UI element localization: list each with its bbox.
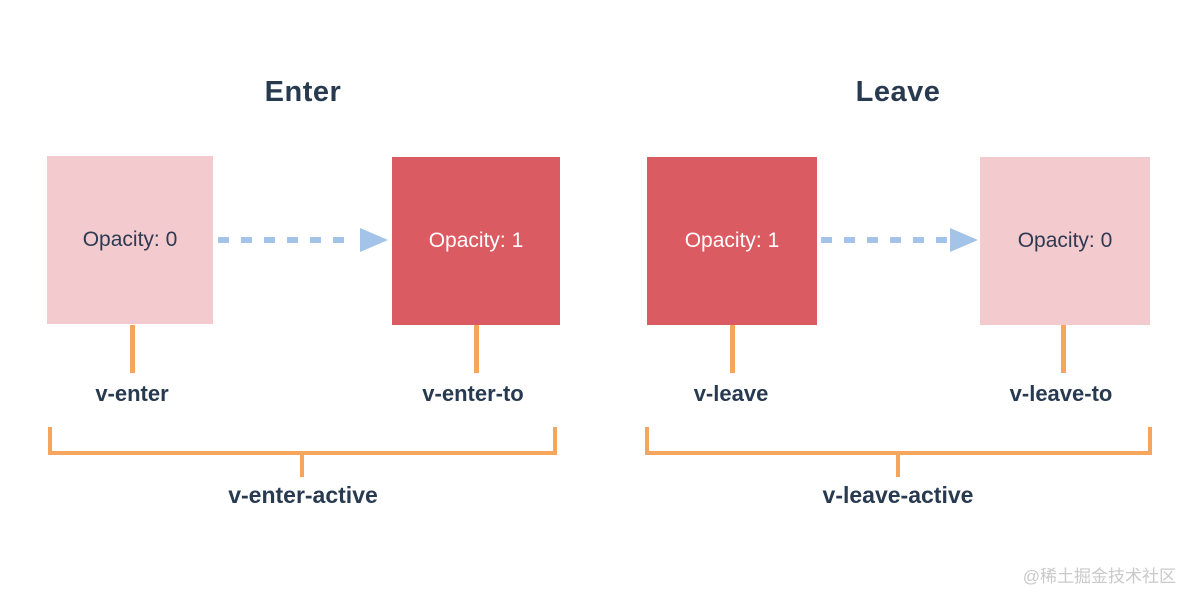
section-title-enter: Enter	[264, 76, 342, 108]
enter-dashed-arrow-line	[218, 237, 356, 243]
leave-active-class-label: v-leave-active	[822, 482, 974, 508]
enter-active-class-label: v-enter-active	[228, 482, 378, 508]
enter-arrowhead-icon	[360, 228, 388, 252]
leave-active-bracket	[645, 427, 1152, 455]
leave-arrowhead-icon	[950, 228, 978, 252]
leave-start-box: Opacity: 1	[647, 157, 817, 325]
enter-end-connector-line	[474, 325, 479, 373]
leave-active-bracket-tick	[896, 453, 900, 477]
enter-end-opacity-label: Opacity: 1	[428, 229, 524, 252]
leave-end-box: Opacity: 0	[980, 157, 1150, 325]
leave-end-class-label: v-leave-to	[1009, 381, 1113, 406]
enter-active-bracket-tick	[300, 453, 304, 477]
enter-end-box: Opacity: 1	[392, 157, 560, 325]
leave-end-opacity-label: Opacity: 0	[1017, 229, 1113, 252]
leave-dashed-arrow-line	[821, 237, 947, 243]
leave-end-connector-line	[1061, 325, 1066, 373]
watermark-text: @稀土掘金技术社区	[1022, 567, 1176, 586]
enter-active-bracket	[48, 427, 557, 455]
leave-start-connector-line	[730, 325, 735, 373]
enter-end-class-label: v-enter-to	[422, 381, 524, 406]
leave-start-class-label: v-leave	[693, 381, 769, 406]
enter-start-opacity-label: Opacity: 0	[82, 228, 178, 251]
enter-start-box: Opacity: 0	[47, 156, 213, 324]
leave-start-opacity-label: Opacity: 1	[684, 229, 780, 252]
section-title-leave: Leave	[855, 76, 941, 108]
enter-start-class-label: v-enter	[95, 381, 169, 406]
enter-start-connector-line	[130, 325, 135, 373]
